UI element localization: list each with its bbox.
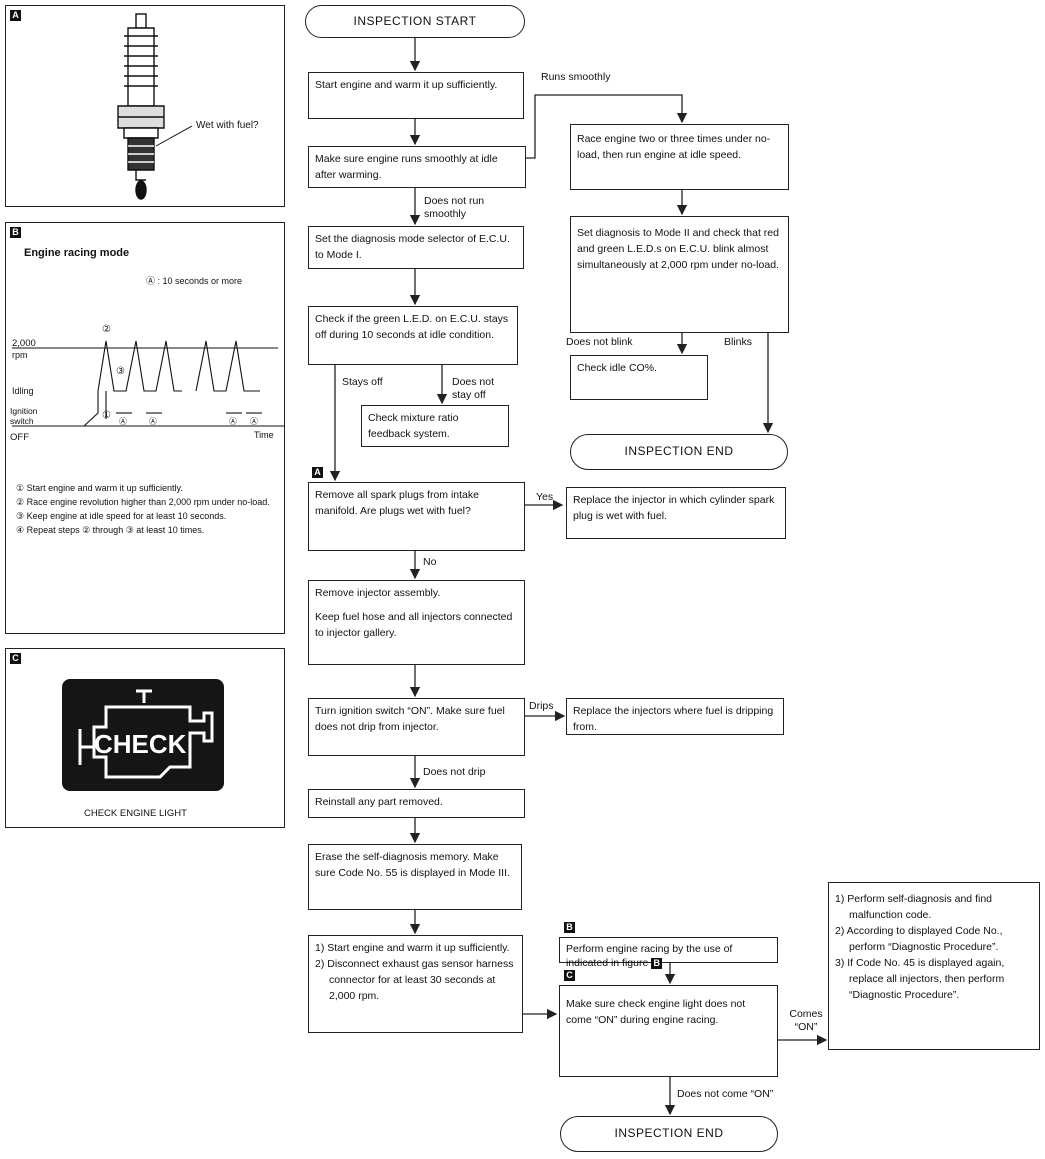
- racing-step: ② Race engine revolution higher than 2,0…: [16, 497, 270, 507]
- flow-tag-c: C: [564, 970, 575, 981]
- step-warm-up: Start engine and warm it up sufficiently…: [308, 72, 524, 119]
- check-word: CHECK: [94, 729, 187, 759]
- flow-tag-b: B: [564, 922, 575, 933]
- step-reinstall-parts: Reinstall any part removed.: [308, 789, 525, 818]
- label-yes: Yes: [536, 491, 554, 503]
- step-set-mode-i: Set the diagnosis mode selector of E.C.U…: [308, 226, 524, 269]
- label-comes-on: Comes “ON”: [789, 1008, 823, 1033]
- mark-a1: Ⓐ: [119, 417, 127, 426]
- label-drips: Drips: [529, 700, 554, 712]
- step-turn-ignition-on: Turn ignition switch “ON”. Make sure fue…: [308, 698, 525, 756]
- label-does-not-stay-off: Does not stay off: [452, 376, 495, 401]
- racing-step: ① Start engine and warm it up sufficient…: [16, 483, 183, 493]
- step-check-green-led: Check if the green L.E.D. on E.C.U. stay…: [308, 306, 518, 365]
- check-engine-lamp: CHECK: [62, 679, 224, 791]
- step-check-engine-light-off: Make sure check engine light does not co…: [559, 985, 778, 1077]
- inline-tag-b: B: [651, 958, 663, 969]
- label-does-not-blink: Does not blink: [566, 336, 633, 348]
- panel-engine-racing-mode: B Engine racing mode Ⓐ : 10 seconds or m…: [5, 222, 285, 634]
- inspection-end-top: INSPECTION END: [570, 434, 788, 470]
- self-diag-step-2: 2) According to displayed Code No., perf…: [835, 925, 1003, 953]
- wet-with-fuel-callout: Wet with fuel?: [196, 120, 259, 131]
- label-blinks: Blinks: [724, 336, 753, 348]
- mark-a3: Ⓐ: [229, 417, 237, 426]
- mark-a4: Ⓐ: [250, 417, 258, 426]
- label-stays-off: Stays off: [342, 376, 383, 388]
- mark-a2: Ⓐ: [149, 417, 157, 426]
- label-runs-smoothly: Runs smoothly: [541, 71, 611, 83]
- step-disconnect-sensor: 1) Start engine and warm it up sufficien…: [308, 935, 523, 1033]
- label-does-not-come-on: Does not come “ON”: [677, 1088, 774, 1100]
- racing-step: ③ Keep engine at idle speed for at least…: [16, 511, 227, 521]
- step-race-engine: Race engine two or three times under no-…: [570, 124, 789, 190]
- panel-a-tag: A: [10, 10, 21, 21]
- step-erase-memory: Erase the self-diagnosis memory. Make su…: [308, 844, 522, 910]
- step-replace-injector-wet: Replace the injector in which cylinder s…: [566, 487, 786, 539]
- off-label: OFF: [10, 432, 29, 443]
- y-value-label: 2,000: [12, 338, 36, 349]
- panel-spark-plug: A Wet with fuel?: [5, 5, 285, 207]
- self-diag-step-3: 3) If Code No. 45 is displayed again, re…: [835, 957, 1005, 1001]
- step-remove-spark-plugs: Remove all spark plugs from intake manif…: [308, 482, 525, 551]
- inspection-end-bottom: INSPECTION END: [560, 1116, 778, 1152]
- step-remove-injector-assembly: Remove injector assembly. Keep fuel hose…: [308, 580, 525, 665]
- step-runs-smoothly: Make sure engine runs smoothly at idle a…: [308, 146, 526, 188]
- racing-mode-title: Engine racing mode: [24, 247, 130, 259]
- ignition-label: Ignition switch: [10, 406, 38, 426]
- panel-check-engine-light: C CHECK CHECK ENGINE LIGHT: [5, 648, 285, 828]
- step-set-mode-ii: Set diagnosis to Mode II and check that …: [570, 216, 789, 333]
- self-diag-step-1: 1) Perform self-diagnosis and find malfu…: [835, 893, 992, 921]
- engine-icon: [78, 689, 214, 779]
- step-check-idle-co: Check idle CO%.: [570, 355, 708, 400]
- spark-plug-illustration: [117, 13, 193, 200]
- panel-b-tag: B: [10, 227, 21, 238]
- check-engine-caption: CHECK ENGINE LIGHT: [84, 808, 187, 819]
- label-no: No: [423, 556, 437, 568]
- racing-steps-list: ① Start engine and warm it up sufficient…: [16, 481, 278, 537]
- label-does-not-run-smoothly: Does not run smoothly: [424, 195, 485, 220]
- disconnect-step-2: 2) Disconnect exhaust gas sensor harness…: [315, 958, 514, 1002]
- time-label: Time: [254, 430, 274, 440]
- step-perform-racing: Perform engine racing by the use of indi…: [559, 937, 778, 969]
- flow-tag-a: A: [312, 467, 323, 478]
- racing-mode-graph: [12, 340, 284, 427]
- keep-fuel-hose-text: Keep fuel hose and all injectors connect…: [315, 611, 513, 639]
- mark-1: ①: [102, 410, 111, 421]
- racing-mode-note: Ⓐ : 10 seconds or more: [146, 276, 243, 286]
- remove-injector-text: Remove injector assembly.: [315, 587, 441, 599]
- inspection-start: INSPECTION START: [305, 5, 525, 38]
- step-replace-dripping-injectors: Replace the injectors where fuel is drip…: [566, 698, 784, 735]
- label-does-not-drip: Does not drip: [423, 766, 486, 778]
- step-check-mixture-ratio: Check mixture ratio feedback system.: [361, 405, 509, 447]
- panel-c-tag: C: [10, 653, 21, 664]
- mark-2: ②: [102, 324, 111, 335]
- idling-label: Idling: [12, 386, 34, 396]
- step-self-diagnosis: 1) Perform self-diagnosis and find malfu…: [828, 882, 1040, 1050]
- mark-3: ③: [116, 366, 125, 377]
- y-unit-label: rpm: [12, 350, 28, 360]
- perform-racing-text: Perform engine racing by the use of indi…: [566, 943, 733, 969]
- racing-step: ④ Repeat steps ② through ③ at least 10 t…: [16, 525, 205, 535]
- disconnect-step-1: 1) Start engine and warm it up sufficien…: [315, 942, 510, 954]
